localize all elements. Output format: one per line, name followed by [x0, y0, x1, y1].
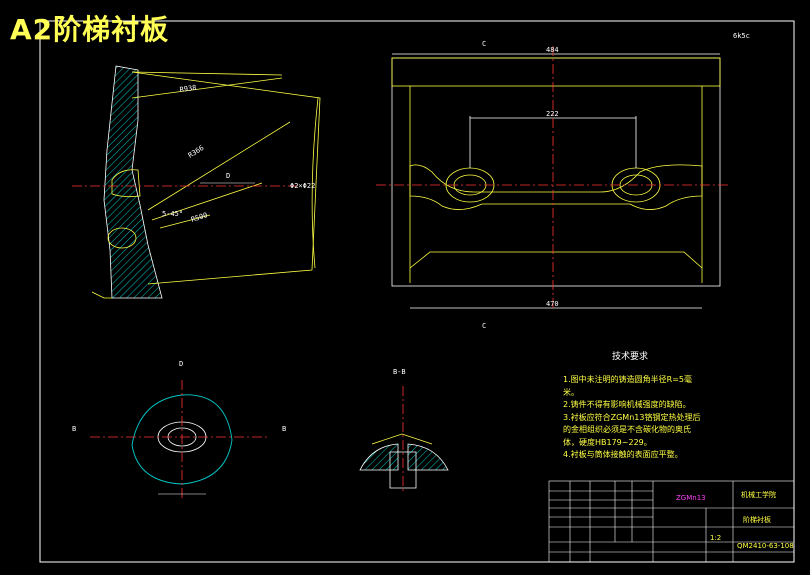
drawing-border: [39, 20, 795, 563]
bolt-hole-section: [111, 169, 141, 198]
lower-left-corner: [91, 291, 112, 299]
dim-r-top: R938: [179, 84, 197, 94]
title-block-scale: 1:2: [710, 534, 721, 542]
corner-note: 6k5c: [733, 32, 750, 40]
side-section-view: [72, 65, 321, 299]
front-view: [391, 53, 721, 309]
title-block-frame: [548, 480, 795, 563]
title-block-drawing-no: QM2410-63-108: [737, 542, 794, 550]
radial-line-2: [147, 121, 291, 211]
dim-slot: 222: [546, 110, 559, 118]
radial-line-1: [131, 77, 283, 99]
tech-item: 4.衬板与筒体接触的表面应平整。: [563, 450, 683, 459]
section-bb-hatch-right: [407, 443, 449, 471]
bolt-slot: [409, 164, 703, 210]
dim-r-mid: R366: [187, 144, 206, 160]
dim-top-width: 484: [546, 46, 559, 54]
section-bb-bolt: [389, 451, 417, 489]
outer-arc: [311, 97, 319, 269]
tech-item: 的金相组织必须是不含碳化物的奥氏: [563, 425, 691, 434]
label-c-top: C: [482, 40, 486, 48]
step-line-2: [131, 71, 321, 285]
dim-angle: 5-45°: [162, 210, 183, 218]
tech-item: 3.衬板应符合ZGMn13铬钢定热处理后: [563, 412, 701, 422]
label-section-bb: B-B: [393, 368, 406, 376]
section-bb: [359, 386, 449, 494]
radial-line-3: [151, 182, 263, 221]
section-bb-hatch-left: [359, 443, 399, 471]
view-d: [90, 380, 270, 500]
lower-hole: [107, 227, 137, 249]
tech-requirements-title: 技术要求: [612, 352, 649, 362]
tech-item: 2.铸件不得有影响机械强度的缺陷。: [563, 400, 691, 409]
section-bb-top: [371, 433, 433, 445]
tech-item: 体，硬度HB179~229。: [563, 437, 652, 447]
title-block-part-name: 阶梯衬板: [743, 515, 771, 524]
tech-requirements: 1.图中未注明的铸造圆角半径R=5毫 米。 2.铸件不得有影响机械强度的缺陷。 …: [563, 374, 743, 462]
tech-item: 米。: [563, 387, 579, 397]
label-b-right: B: [282, 425, 286, 433]
dim-r-low: R500: [190, 211, 209, 224]
drawing-title: A2阶梯衬板: [10, 13, 170, 46]
label-d-view: D: [179, 360, 183, 368]
hatched-plate-section: [103, 65, 163, 299]
dim-bottom-width: 470: [546, 300, 559, 308]
label-b-left: B: [72, 425, 76, 433]
view-d-outline: [131, 394, 233, 485]
plate-top-step: [391, 57, 721, 87]
dim-phi-center: Φ2×Φ22: [290, 182, 315, 190]
title-block: [548, 480, 795, 563]
radial-line-4: [159, 214, 211, 229]
step-line-1: [131, 71, 283, 76]
bottom-groove: [409, 251, 703, 269]
tech-item: 1.图中未注明的铸造圆角半径R=5毫: [563, 375, 692, 384]
label-d-arrow: D: [226, 172, 230, 180]
label-c-bottom: C: [482, 322, 486, 330]
title-block-company: 机械工学院: [741, 490, 776, 499]
title-block-material: ZGMn13: [676, 494, 706, 502]
